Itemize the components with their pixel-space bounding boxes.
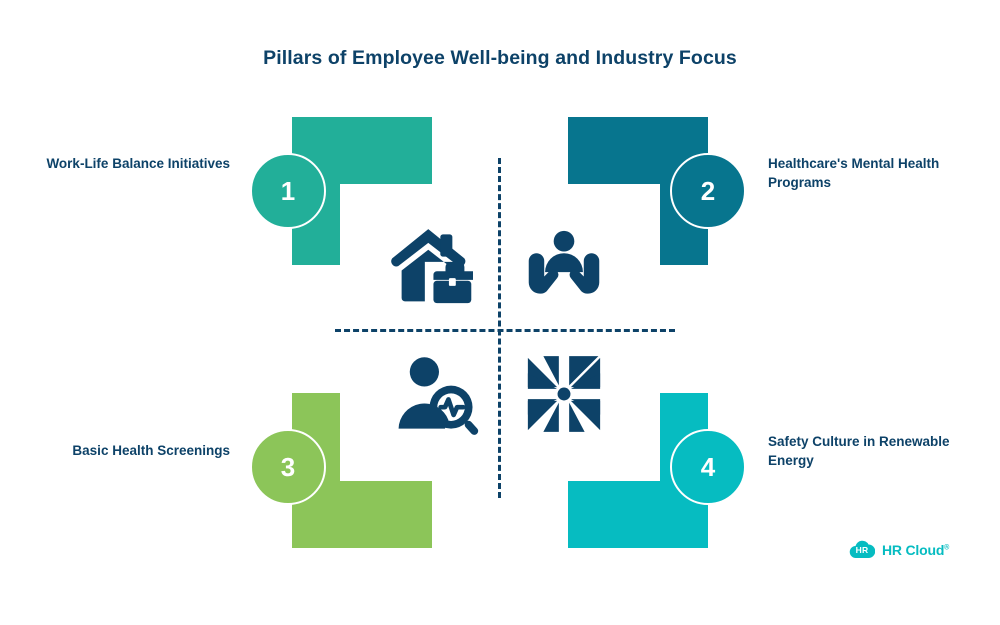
hr-cloud-mark-text: HR	[855, 544, 869, 555]
quadrant-3-label: Basic Health Screenings	[72, 443, 230, 458]
pinwheel-windmill-icon	[521, 351, 607, 437]
quadrant-4-label: Safety Culture in Renewable Energy	[768, 434, 950, 468]
quadrant-2-number: 2	[700, 175, 716, 206]
house-briefcase-icon	[387, 224, 473, 310]
person-magnifier-pulse-icon	[396, 353, 482, 439]
quadrant-1-label: Work-Life Balance Initiatives	[46, 156, 230, 171]
quadrant-1-number-badge[interactable]: 1	[250, 153, 326, 229]
quadrant-2-label: Healthcare's Mental Health Programs	[768, 156, 940, 190]
quadrant-2-number-badge[interactable]: 2	[670, 153, 746, 229]
vertical-dashed-divider	[498, 158, 501, 498]
quadrant-3-number-badge[interactable]: 3	[250, 429, 326, 505]
hr-cloud-mark-icon: HR	[849, 540, 875, 559]
hr-cloud-trademark: ®	[944, 543, 950, 551]
page-title: Pillars of Employee Well-being and Indus…	[263, 47, 737, 69]
quadrant-1-number: 1	[280, 175, 296, 206]
hr-cloud-logo: HR HR Cloud®	[849, 540, 949, 559]
hr-cloud-wordmark: HR Cloud®	[882, 542, 949, 558]
quadrant-4-number: 4	[700, 451, 716, 482]
horizontal-dashed-divider	[335, 329, 675, 332]
quadrant-4-number-badge[interactable]: 4	[670, 429, 746, 505]
quadrant-3-number: 3	[280, 451, 296, 482]
hr-cloud-word-text: HR Cloud	[882, 541, 945, 558]
hands-holding-person-icon	[521, 224, 607, 310]
